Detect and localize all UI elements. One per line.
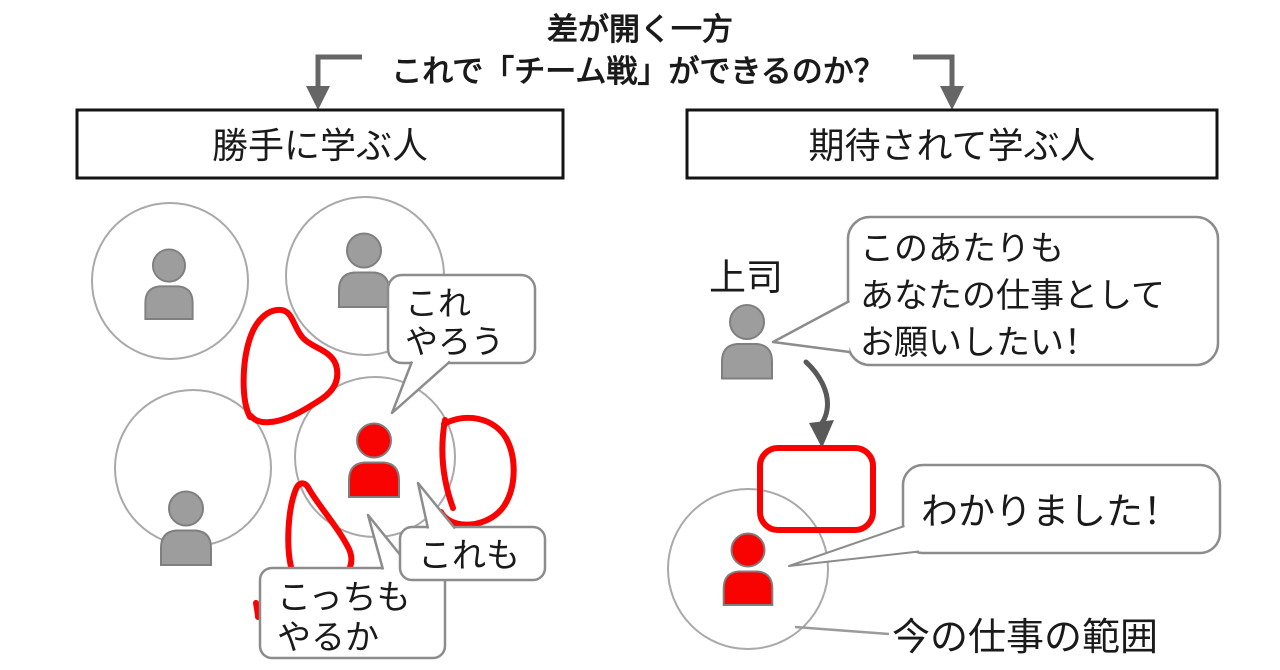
self-bubble-3-line-2: やるか — [277, 619, 379, 657]
reply-bubble-line-1: わかりました！ — [921, 491, 1180, 532]
boss-bubble: このあたりも あなたの仕事として お願いしたい！ — [771, 215, 1220, 367]
title-line-2: これで「チーム戦」ができるのか？ — [391, 54, 885, 89]
red-scribble-hook-left-stroke — [439, 417, 456, 511]
self-bubble-1: これ やろう — [386, 273, 537, 415]
current-scope-circle — [667, 488, 829, 650]
self-bubble-3-line-1: こっちも — [277, 579, 411, 617]
red-scribble-kidney — [240, 306, 341, 426]
self-bubble-1-line-1: これ — [405, 285, 471, 322]
boss-bubble-line-3: お願いしたい！ — [860, 324, 1098, 362]
scope-label: 今の仕事の範囲 — [892, 617, 1158, 659]
reply-bubble-tail — [788, 525, 920, 567]
boss-person-icon — [720, 303, 774, 380]
self-bubble-1-line-2: やろう — [405, 323, 504, 360]
delegation-arrow — [803, 359, 834, 448]
red-scribble-tick — [253, 600, 261, 620]
red-scribble-hook — [438, 414, 517, 528]
right-pointer-arrow — [913, 54, 964, 110]
boss-label: 上司 — [709, 257, 783, 298]
boss-bubble-line-1: このあたりも — [860, 230, 1064, 268]
red-scribble-arch — [285, 480, 355, 570]
right-header-box — [685, 108, 1219, 180]
right-header-label: 期待されて学ぶ人 — [809, 125, 1096, 166]
self-bubble-1-tail — [390, 360, 451, 415]
self-bubble-2: これも — [398, 481, 547, 582]
left-header-label: 勝手に学ぶ人 — [212, 125, 428, 166]
new-task-rect — [757, 445, 876, 533]
self-bubble-2-line-1: これも — [418, 537, 520, 575]
boss-bubble-tail — [771, 299, 851, 354]
boss-bubble-line-2: あなたの仕事として — [860, 277, 1165, 315]
left-header-box — [75, 108, 565, 180]
reply-bubble: わかりました！ — [788, 463, 1222, 567]
scope-pointer-line — [794, 625, 890, 636]
title-line-1: 差が開く一方 — [547, 12, 733, 47]
left-pointer-arrow — [306, 54, 362, 110]
self-bubble-2-tail — [416, 481, 456, 530]
